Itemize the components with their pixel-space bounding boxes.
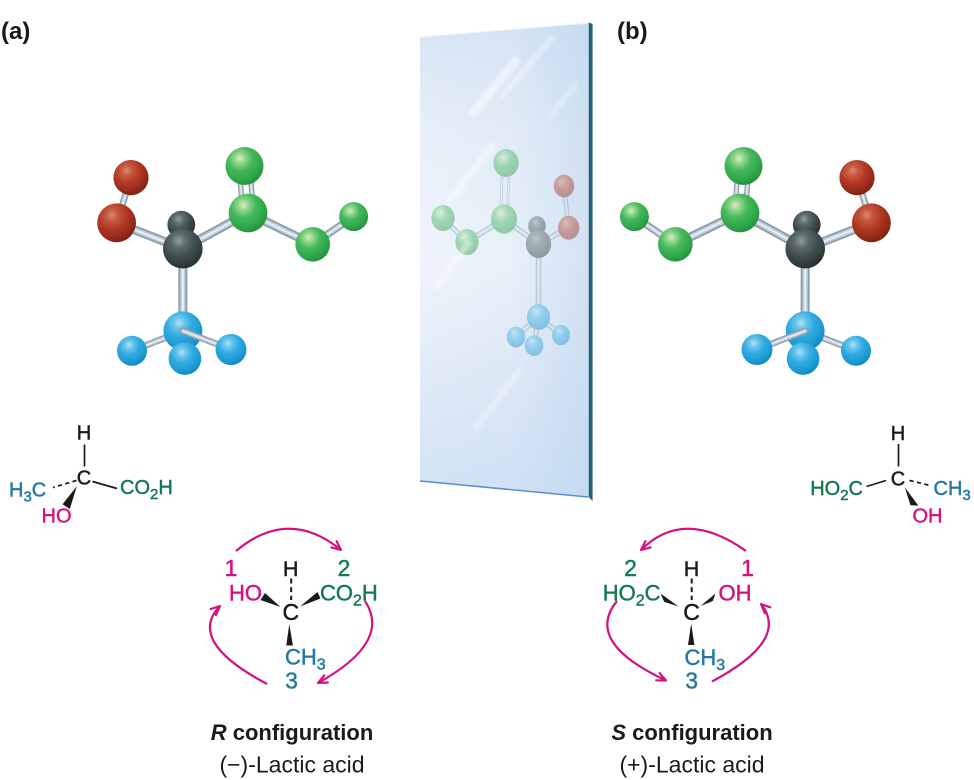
svg-text:3: 3 <box>685 668 698 694</box>
svg-text:H3C: H3C <box>9 480 46 506</box>
svg-text:(−)-Lactic acid: (−)-Lactic acid <box>219 752 364 778</box>
svg-text:OH: OH <box>719 581 752 606</box>
svg-text:R configuration: R configuration <box>211 720 374 745</box>
svg-text:3: 3 <box>285 668 298 694</box>
svg-text:CH3: CH3 <box>285 645 326 674</box>
svg-text:CO2H: CO2H <box>320 581 378 610</box>
svg-text:H: H <box>283 557 299 581</box>
svg-text:2: 2 <box>338 555 351 581</box>
svg-text:(b): (b) <box>617 18 648 45</box>
svg-text:C: C <box>891 469 905 491</box>
svg-text:C: C <box>683 599 700 625</box>
svg-text:HO2C: HO2C <box>810 478 863 504</box>
svg-text:CO2H: CO2H <box>120 477 173 503</box>
svg-text:C: C <box>77 468 91 490</box>
svg-text:S configuration: S configuration <box>611 720 772 745</box>
svg-text:H: H <box>684 557 700 581</box>
svg-text:H: H <box>77 423 91 445</box>
svg-text:HO: HO <box>42 506 72 528</box>
svg-text:(a): (a) <box>1 18 30 45</box>
svg-text:(+)-Lactic acid: (+)-Lactic acid <box>619 752 764 778</box>
svg-text:1: 1 <box>741 555 754 581</box>
svg-text:C: C <box>282 599 299 625</box>
svg-text:OH: OH <box>913 506 943 528</box>
svg-text:CH3: CH3 <box>934 478 971 504</box>
svg-text:HO2C: HO2C <box>603 581 661 610</box>
svg-text:HO: HO <box>229 581 262 606</box>
svg-text:CH3: CH3 <box>685 645 726 674</box>
svg-text:2: 2 <box>624 555 637 581</box>
svg-text:1: 1 <box>225 555 238 581</box>
svg-text:H: H <box>891 423 905 445</box>
